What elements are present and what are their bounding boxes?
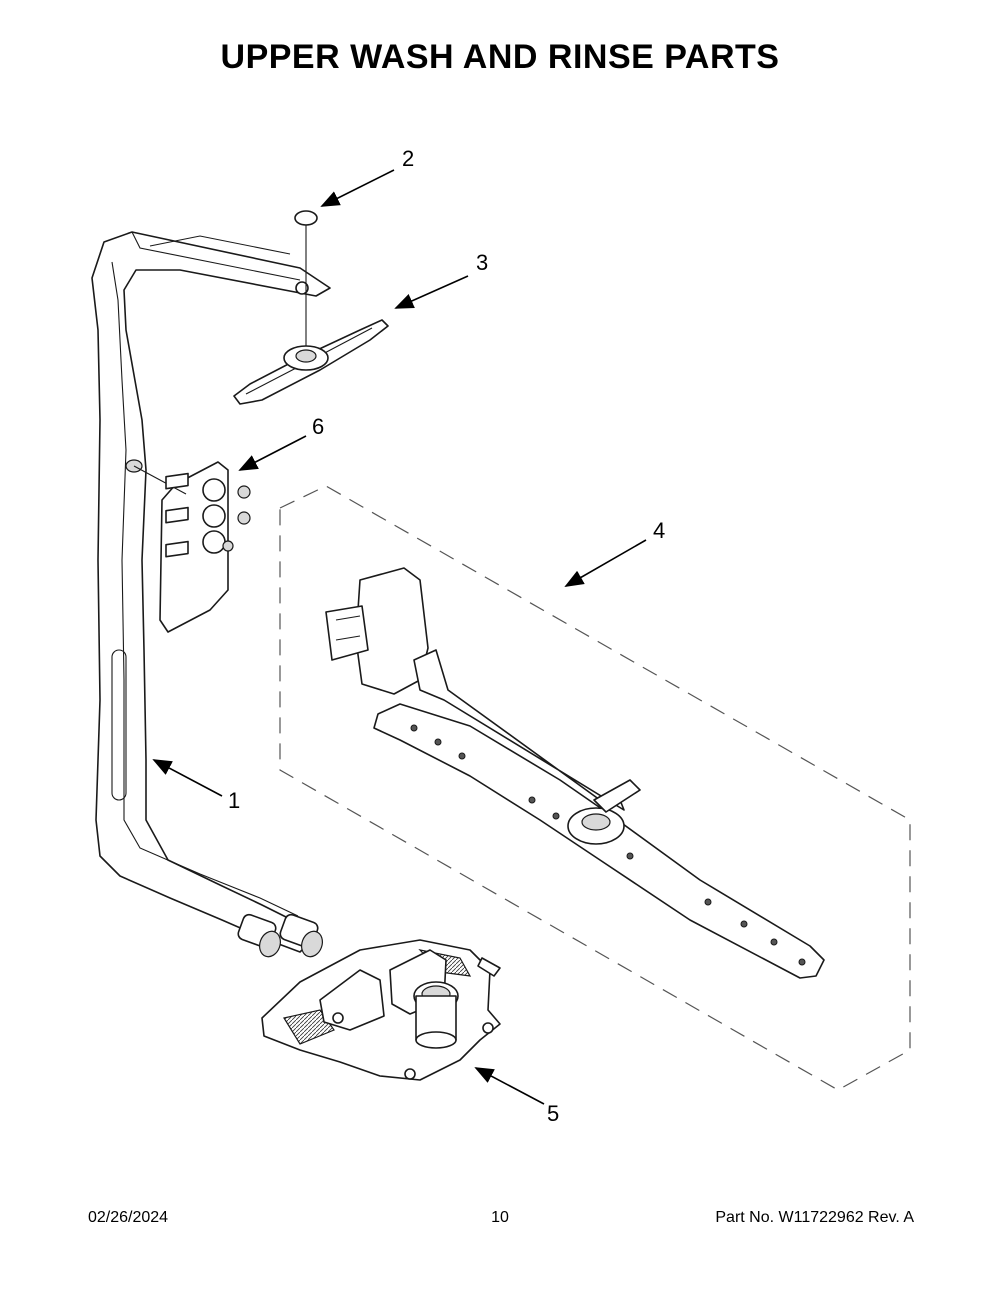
part-3-upper-spray-arm[interactable] xyxy=(233,319,389,405)
callout-1: 1 xyxy=(228,788,240,813)
part-6-diverter-assembly[interactable] xyxy=(133,461,251,633)
callout-2: 2 xyxy=(402,146,414,171)
hose-connector-right xyxy=(279,913,323,958)
leader-arrows xyxy=(152,169,647,1105)
part-2-cap-screw[interactable] xyxy=(294,210,318,352)
callout-3: 3 xyxy=(476,250,488,275)
part-5-pump-manifold[interactable] xyxy=(261,939,501,1081)
page-title: UPPER WASH AND RINSE PARTS xyxy=(220,38,780,76)
part-1-supply-conduit[interactable] xyxy=(91,231,331,960)
assembly-outline-4 xyxy=(279,485,911,1091)
leader-6 xyxy=(238,435,307,471)
footer-date: 02/26/2024 xyxy=(88,1209,169,1226)
footer-page-number: 10 xyxy=(491,1209,509,1226)
part-4-middle-spray-arm[interactable] xyxy=(325,567,825,979)
leader-4 xyxy=(564,539,647,587)
footer-part-number: Part No. W11722962 Rev. A xyxy=(715,1209,914,1226)
spray-holes xyxy=(410,724,806,966)
leader-5 xyxy=(474,1067,545,1105)
callout-4: 4 xyxy=(653,518,665,543)
callout-5: 5 xyxy=(547,1101,559,1126)
leader-3 xyxy=(394,275,469,309)
leader-1 xyxy=(152,759,223,797)
hose-connector-left xyxy=(237,913,281,958)
callout-6: 6 xyxy=(312,414,324,439)
leader-2 xyxy=(320,169,395,207)
